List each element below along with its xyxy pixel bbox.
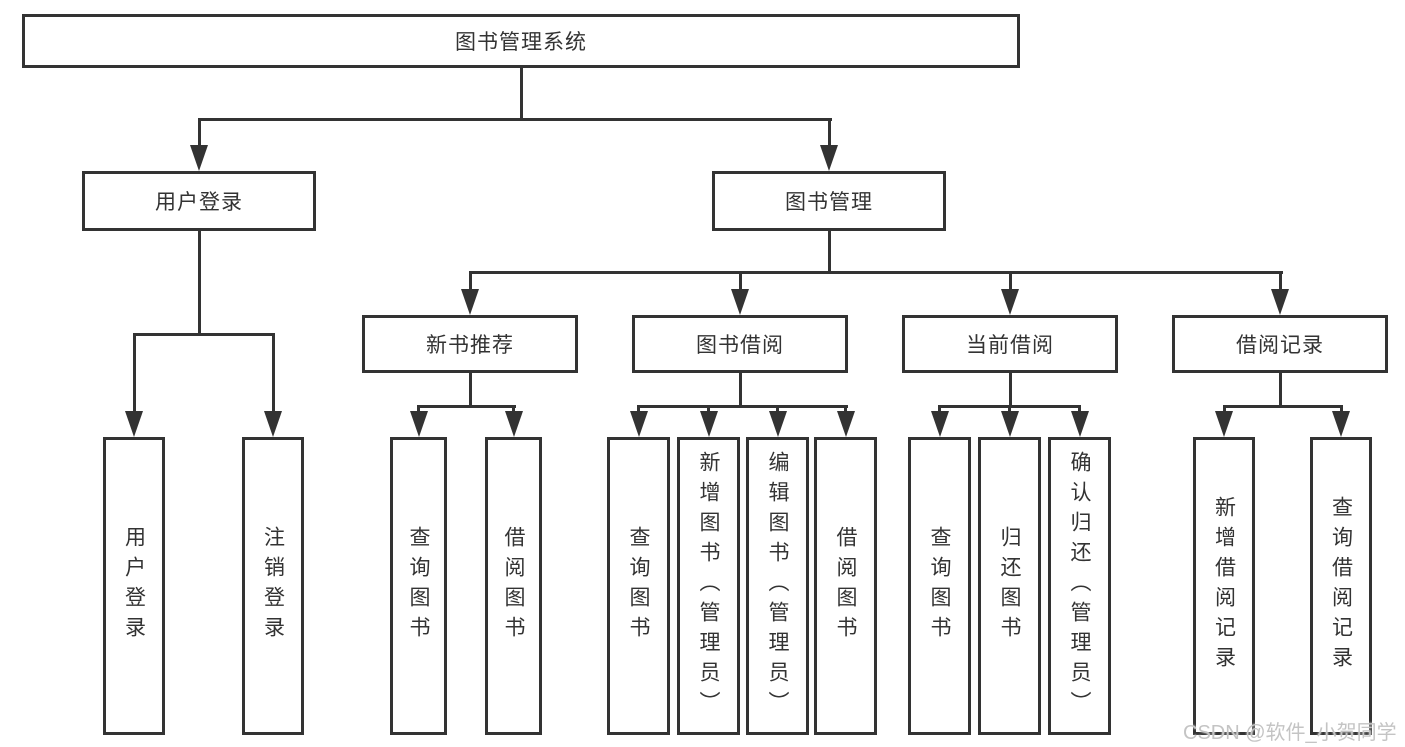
node-new-book-recommend-label: 新书推荐	[426, 334, 514, 357]
connector-current-borrow-stem	[1009, 373, 1012, 408]
leaf-confirm-return-admin: 确认归还（管理员）	[1048, 437, 1111, 735]
node-book-borrow: 图书借阅	[632, 315, 848, 373]
connector-level1-hline	[198, 118, 832, 121]
connector-book-borrow-hline	[637, 405, 848, 408]
leaf-user-login: 用户登录	[103, 437, 165, 735]
arrowhead-down-icon	[820, 145, 838, 171]
connector-book-borrow-stem	[739, 373, 742, 408]
arrowhead-down-icon	[769, 411, 787, 437]
connector-user-login-hline	[133, 333, 275, 336]
node-book-management-label: 图书管理	[785, 191, 873, 214]
connector-level3-hline	[469, 271, 1283, 274]
connector-drop-user-login	[198, 120, 201, 148]
node-root-label: 图书管理系统	[455, 31, 587, 54]
connector-borrow-records-hline	[1223, 405, 1343, 408]
connector-drop-new-book-recommend	[469, 273, 472, 291]
arrowhead-down-icon	[700, 411, 718, 437]
node-borrow-records-label: 借阅记录	[1236, 334, 1324, 357]
arrowhead-down-icon	[461, 289, 479, 315]
leaf-query-books-recommend: 查询图书	[390, 437, 447, 735]
node-current-borrow: 当前借阅	[902, 315, 1118, 373]
node-book-borrow-label: 图书借阅	[696, 334, 784, 357]
node-user-login-label: 用户登录	[155, 191, 243, 214]
node-user-login: 用户登录	[82, 171, 316, 231]
leaf-query-borrow-record: 查询借阅记录	[1310, 437, 1372, 735]
arrowhead-down-icon	[1215, 411, 1233, 437]
arrowhead-down-icon	[630, 411, 648, 437]
arrowhead-down-icon	[837, 411, 855, 437]
node-root: 图书管理系统	[22, 14, 1020, 68]
leaf-borrow-books-recommend: 借阅图书	[485, 437, 542, 735]
arrowhead-down-icon	[505, 411, 523, 437]
leaf-query-books-current: 查询图书	[908, 437, 971, 735]
arrowhead-down-icon	[1332, 411, 1350, 437]
arrowhead-down-icon	[731, 289, 749, 315]
node-new-book-recommend: 新书推荐	[362, 315, 578, 373]
connector-current-borrow-hline	[938, 405, 1081, 408]
node-current-borrow-label: 当前借阅	[966, 334, 1054, 357]
leaf-query-books-borrow: 查询图书	[607, 437, 670, 735]
connector-drop-borrow-records	[1279, 273, 1282, 291]
leaf-logout: 注销登录	[242, 437, 304, 735]
connector-borrow-records-stem	[1279, 373, 1282, 408]
connector-drop-book-borrow	[739, 273, 742, 291]
connector-new-book-recommend-stem	[469, 373, 472, 408]
connector-drop-leaf-logout	[272, 335, 275, 413]
arrowhead-down-icon	[1001, 411, 1019, 437]
connector-drop-current-borrow	[1009, 273, 1012, 291]
arrowhead-down-icon	[410, 411, 428, 437]
leaf-add-borrow-record: 新增借阅记录	[1193, 437, 1255, 735]
watermark: CSDN @软件_小贺同学	[1183, 722, 1397, 744]
arrowhead-down-icon	[125, 411, 143, 437]
connector-drop-book-management	[828, 120, 831, 148]
leaf-return-books: 归还图书	[978, 437, 1041, 735]
node-borrow-records: 借阅记录	[1172, 315, 1388, 373]
node-book-management: 图书管理	[712, 171, 946, 231]
connector-root-stem	[520, 68, 523, 121]
arrowhead-down-icon	[190, 145, 208, 171]
arrowhead-down-icon	[1271, 289, 1289, 315]
leaf-borrow-books: 借阅图书	[814, 437, 877, 735]
connector-drop-leaf-user-login	[133, 335, 136, 413]
arrowhead-down-icon	[1071, 411, 1089, 437]
arrowhead-down-icon	[931, 411, 949, 437]
arrowhead-down-icon	[264, 411, 282, 437]
connector-new-book-recommend-hline	[417, 405, 516, 408]
leaf-add-book-admin: 新增图书（管理员）	[677, 437, 740, 735]
connector-book-management-stem	[828, 231, 831, 274]
leaf-edit-book-admin: 编辑图书（管理员）	[746, 437, 809, 735]
arrowhead-down-icon	[1001, 289, 1019, 315]
connector-user-login-stem	[198, 231, 201, 336]
